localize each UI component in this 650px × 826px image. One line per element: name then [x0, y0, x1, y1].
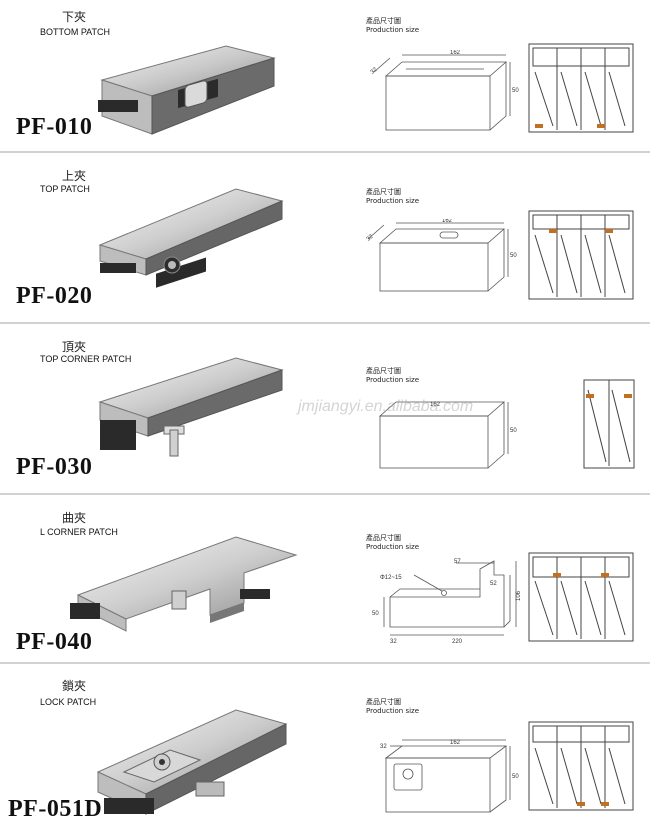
l-corner-patch-image: [70, 536, 298, 632]
door-installation-diagram: [528, 210, 634, 300]
dimension-drawing: 32 162 50: [380, 739, 519, 813]
size-heading-cn: 產品尺寸圖: [366, 367, 401, 375]
product-name-cn: 下夾: [62, 10, 87, 24]
dim-length: 162: [450, 50, 461, 56]
door-installation-diagram: [528, 552, 634, 642]
row-divider: [0, 493, 650, 495]
product-name-cn: 曲夾: [62, 511, 87, 525]
dim-width: 32: [366, 233, 375, 242]
size-heading-en: Production size: [366, 197, 420, 205]
row-divider: [0, 662, 650, 664]
dim-height: 50: [512, 88, 519, 94]
dim-50: 50: [372, 611, 379, 617]
dim-52: 52: [490, 581, 497, 587]
product-name-cn: 鎖夾: [62, 679, 87, 693]
product-name-en: L CORNER PATCH: [40, 527, 118, 537]
dim-width: 32: [370, 66, 379, 75]
size-heading-en: Production size: [366, 543, 420, 551]
watermark: jmjiangyi.en.alibaba.com: [298, 398, 474, 415]
dim-height: 50: [510, 428, 517, 434]
dim-length: 162: [450, 740, 461, 746]
top-corner-patch-image: [98, 357, 284, 457]
door-installation-diagram: [583, 379, 635, 469]
dim-220: 220: [452, 639, 463, 645]
product-code: PF-010: [16, 114, 93, 140]
door-installation-diagram: [528, 43, 634, 133]
size-heading-en: Production size: [366, 26, 420, 34]
size-heading-en: Production size: [366, 707, 420, 715]
dim-height: 50: [512, 774, 519, 780]
dim-width: 32: [380, 744, 387, 750]
product-name-cn: 頂夾: [62, 340, 87, 354]
size-heading-en: Production size: [366, 376, 420, 384]
dimension-drawing: 162 50: [378, 401, 517, 469]
size-heading-cn: 產品尺寸圖: [366, 17, 401, 25]
size-heading-cn: 產品尺寸圖: [366, 698, 401, 706]
dimension-drawing: 162 50 32: [366, 219, 517, 292]
product-code: PF-040: [16, 629, 93, 655]
row-divider: [0, 151, 650, 153]
product-name-en: TOP PATCH: [40, 184, 90, 194]
size-heading-cn: 產品尺寸圖: [366, 188, 401, 196]
dim-32: 32: [390, 639, 397, 645]
product-name-cn: 上夾: [62, 169, 87, 183]
lock-patch-image: [96, 709, 288, 815]
product-code: PF-051D: [8, 796, 103, 822]
product-code: PF-020: [16, 283, 93, 309]
dim-106: 106: [516, 590, 522, 601]
dim-length: 162: [430, 402, 441, 408]
door-installation-diagram: [528, 721, 634, 811]
row-divider: [0, 322, 650, 324]
product-name-en: BOTTOM PATCH: [40, 27, 111, 37]
dimension-drawing: 162 50 32: [370, 50, 519, 131]
dim-height: 50: [510, 253, 517, 259]
bottom-patch-image: [98, 45, 276, 135]
dim-hole-diameter: Φ12~15: [380, 575, 402, 581]
dimension-drawing: Φ12~15 57 52 106 50 32 220: [372, 559, 522, 645]
product-name-en: LOCK PATCH: [40, 697, 97, 707]
size-heading-cn: 產品尺寸圖: [366, 534, 401, 542]
dim-57: 57: [454, 559, 461, 565]
top-patch-image: [98, 188, 284, 288]
product-name-en: TOP CORNER PATCH: [40, 354, 132, 364]
dim-length: 162: [442, 219, 453, 224]
product-code: PF-030: [16, 454, 93, 480]
